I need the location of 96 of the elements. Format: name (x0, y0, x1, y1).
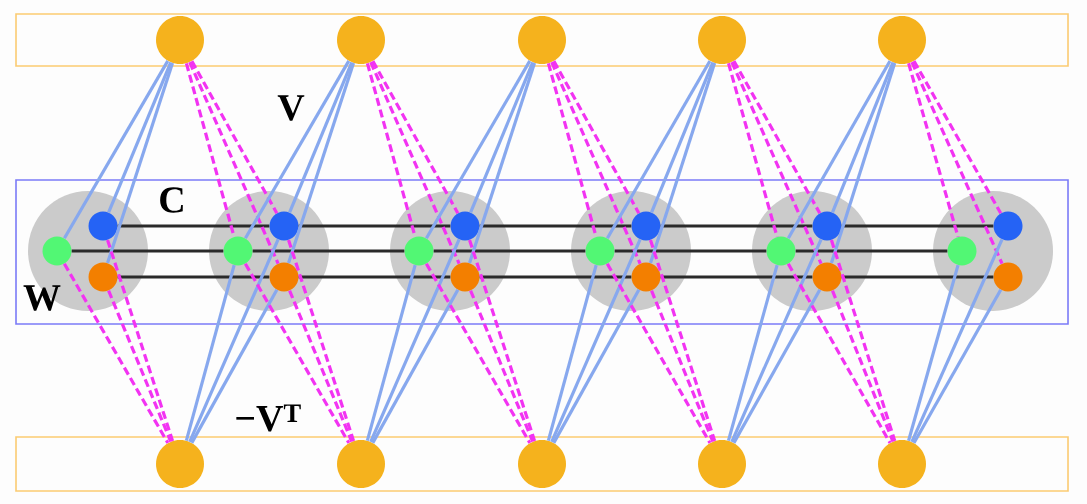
neuron-dot (450, 262, 480, 292)
connection-line (907, 264, 960, 442)
dashed-connection (288, 290, 354, 443)
connection-line (841, 275, 994, 279)
unit-circle (518, 16, 566, 64)
connection-line (841, 224, 994, 228)
unit-circle (156, 16, 204, 64)
dashed-connection (732, 60, 822, 214)
neuron-dot (993, 211, 1023, 241)
unit-circle (337, 440, 385, 488)
dashed-connection (829, 239, 897, 442)
matrix-label: V (277, 95, 305, 121)
connection-line (795, 249, 948, 253)
connection-line (287, 62, 356, 264)
dashed-connection (469, 290, 535, 443)
neuron-dot (223, 236, 253, 266)
neuron-dot (631, 262, 661, 292)
dashed-connection (910, 61, 1004, 265)
dashed-connection (107, 290, 173, 443)
connection-line (63, 60, 170, 240)
matrix-label: C (160, 187, 183, 213)
neuron-dot (42, 236, 72, 266)
neuron-dot (585, 236, 615, 266)
dashed-connection (371, 60, 460, 214)
connection-line (369, 238, 461, 443)
neuron-dot (766, 236, 796, 266)
dashed-connection (605, 262, 712, 444)
connection-line (469, 61, 535, 214)
connection-line (188, 238, 280, 443)
unit-circle (518, 440, 566, 488)
connection-line (786, 60, 892, 240)
connection-line (184, 264, 236, 442)
unit-circle (698, 16, 746, 64)
connection-line (107, 61, 173, 214)
dashed-connection (552, 60, 641, 214)
dashed-connection (369, 61, 461, 265)
dashed-connection (468, 239, 537, 442)
neuron-dot (269, 262, 299, 292)
dashed-connection (243, 262, 351, 444)
connection-line (730, 238, 823, 443)
neuron-dot (88, 262, 118, 292)
connection-line (726, 264, 779, 442)
unit-circle (878, 440, 926, 488)
dashed-connection (424, 262, 532, 444)
matrix-label: W (23, 285, 61, 311)
dashed-connection (912, 60, 1003, 215)
connection-line (468, 62, 537, 264)
connection-line (648, 62, 717, 264)
dashed-connection (650, 290, 715, 443)
neuron-dot (993, 262, 1023, 292)
neuron-dot (404, 236, 434, 266)
unit-circle (156, 440, 204, 488)
dashed-connection (831, 290, 895, 443)
neuron-dot (450, 211, 480, 241)
connection-line (650, 61, 715, 213)
neuron-dot (812, 262, 842, 292)
dashed-connection (106, 239, 175, 442)
neuron-dot (88, 211, 118, 241)
dashed-connection (188, 61, 280, 265)
connection-line (244, 60, 351, 240)
neuron-dot (812, 211, 842, 241)
connection-line (106, 62, 175, 264)
dashed-connection (730, 61, 823, 265)
connection-line (550, 238, 642, 443)
neuron-dot (631, 211, 661, 241)
connection-line (829, 62, 897, 264)
connection-line (365, 264, 417, 442)
dashed-connection (550, 61, 642, 265)
neuron-dot (947, 236, 977, 266)
dashed-connection (287, 239, 356, 442)
dashed-connection (907, 62, 960, 238)
connection-line (831, 61, 895, 213)
connection-line (912, 289, 1003, 444)
connection-line (425, 60, 532, 240)
dashed-connection (190, 60, 279, 214)
dashed-connection (786, 263, 892, 444)
connection-line (614, 249, 767, 253)
connection-line (606, 60, 712, 240)
connection-line (546, 264, 598, 442)
connection-line (552, 289, 641, 444)
unit-circle (337, 16, 385, 64)
connection-line (252, 249, 405, 253)
connection-line (732, 289, 822, 444)
matrix-label: −V$^{T}$ (236, 404, 301, 432)
neuron-dot (269, 211, 299, 241)
connection-line (71, 249, 224, 253)
connection-line (910, 238, 1004, 443)
unit-circle (698, 440, 746, 488)
connection-line (660, 275, 813, 279)
connection-line (190, 289, 279, 444)
unit-circle (878, 16, 926, 64)
connection-line (288, 61, 354, 214)
dashed-connection (648, 239, 717, 442)
connection-line (433, 249, 586, 253)
dashed-connection (62, 262, 170, 444)
connection-line (371, 289, 460, 444)
